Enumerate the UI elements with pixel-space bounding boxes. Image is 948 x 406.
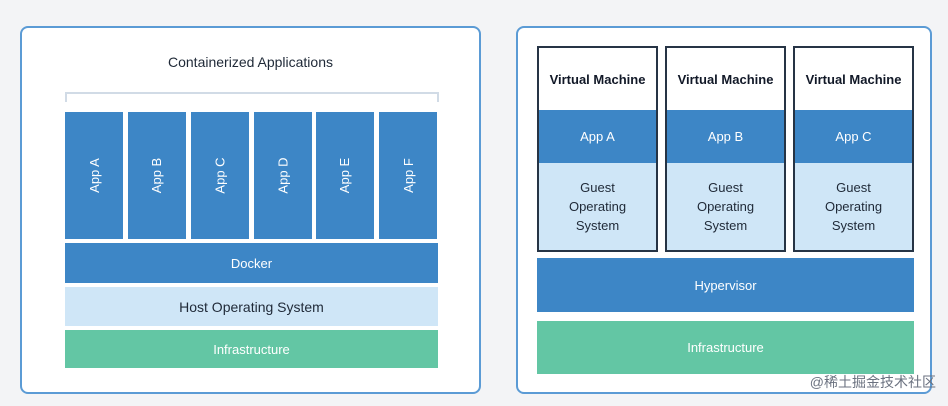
container-app-label: App D xyxy=(275,157,291,194)
guest-os-line: System xyxy=(703,218,748,233)
virtual-machines-diagram-panel: Virtual Machine App A Guest Operating Sy… xyxy=(516,26,932,394)
virtual-machine-b: Virtual Machine App B Guest Operating Sy… xyxy=(665,46,786,252)
container-app-label: App E xyxy=(337,157,353,194)
container-app-a: App A xyxy=(65,112,123,239)
virtual-machine-c: Virtual Machine App C Guest Operating Sy… xyxy=(793,46,914,252)
infrastructure-layer: Infrastructure xyxy=(65,330,438,368)
virtual-machine-a: Virtual Machine App A Guest Operating Sy… xyxy=(537,46,658,252)
container-app-label: App A xyxy=(86,158,102,193)
apps-bracket xyxy=(65,92,439,102)
container-app-label: App F xyxy=(400,158,416,193)
container-app-c: App C xyxy=(191,112,249,239)
guest-os-line: Operating xyxy=(824,199,883,214)
container-app-d: App D xyxy=(254,112,312,239)
guest-os-line: Operating xyxy=(568,199,627,214)
vm-app: App C xyxy=(795,110,912,163)
guest-os: Guest Operating System xyxy=(539,163,656,250)
vm-title: Virtual Machine xyxy=(549,71,646,87)
guest-os-line: Guest xyxy=(708,180,743,195)
guest-os: Guest Operating System xyxy=(667,163,784,250)
guest-os-line: Guest xyxy=(836,180,871,195)
guest-os-line: System xyxy=(575,218,620,233)
vm-title: Virtual Machine xyxy=(805,71,902,87)
infrastructure-layer: Infrastructure xyxy=(537,321,914,374)
host-os-layer: Host Operating System xyxy=(65,287,438,326)
watermark-text: @稀土掘金技术社区 xyxy=(809,374,936,390)
container-app-b: App B xyxy=(128,112,186,239)
guest-os-line: Operating xyxy=(696,199,755,214)
vm-app: App B xyxy=(667,110,784,163)
container-app-f: App F xyxy=(379,112,437,239)
container-app-label: App B xyxy=(149,157,165,194)
vm-app: App A xyxy=(539,110,656,163)
containers-diagram-panel: Containerized Applications App A App B A… xyxy=(20,26,481,394)
guest-os-line: Guest xyxy=(580,180,615,195)
hypervisor-layer: Hypervisor xyxy=(537,258,914,312)
container-app-e: App E xyxy=(316,112,374,239)
docker-layer: Docker xyxy=(65,243,438,283)
vm-title: Virtual Machine xyxy=(677,71,774,87)
container-app-label: App C xyxy=(212,157,228,194)
containerized-applications-caption: Containerized Applications xyxy=(168,54,333,70)
guest-os: Guest Operating System xyxy=(795,163,912,250)
guest-os-line: System xyxy=(831,218,876,233)
